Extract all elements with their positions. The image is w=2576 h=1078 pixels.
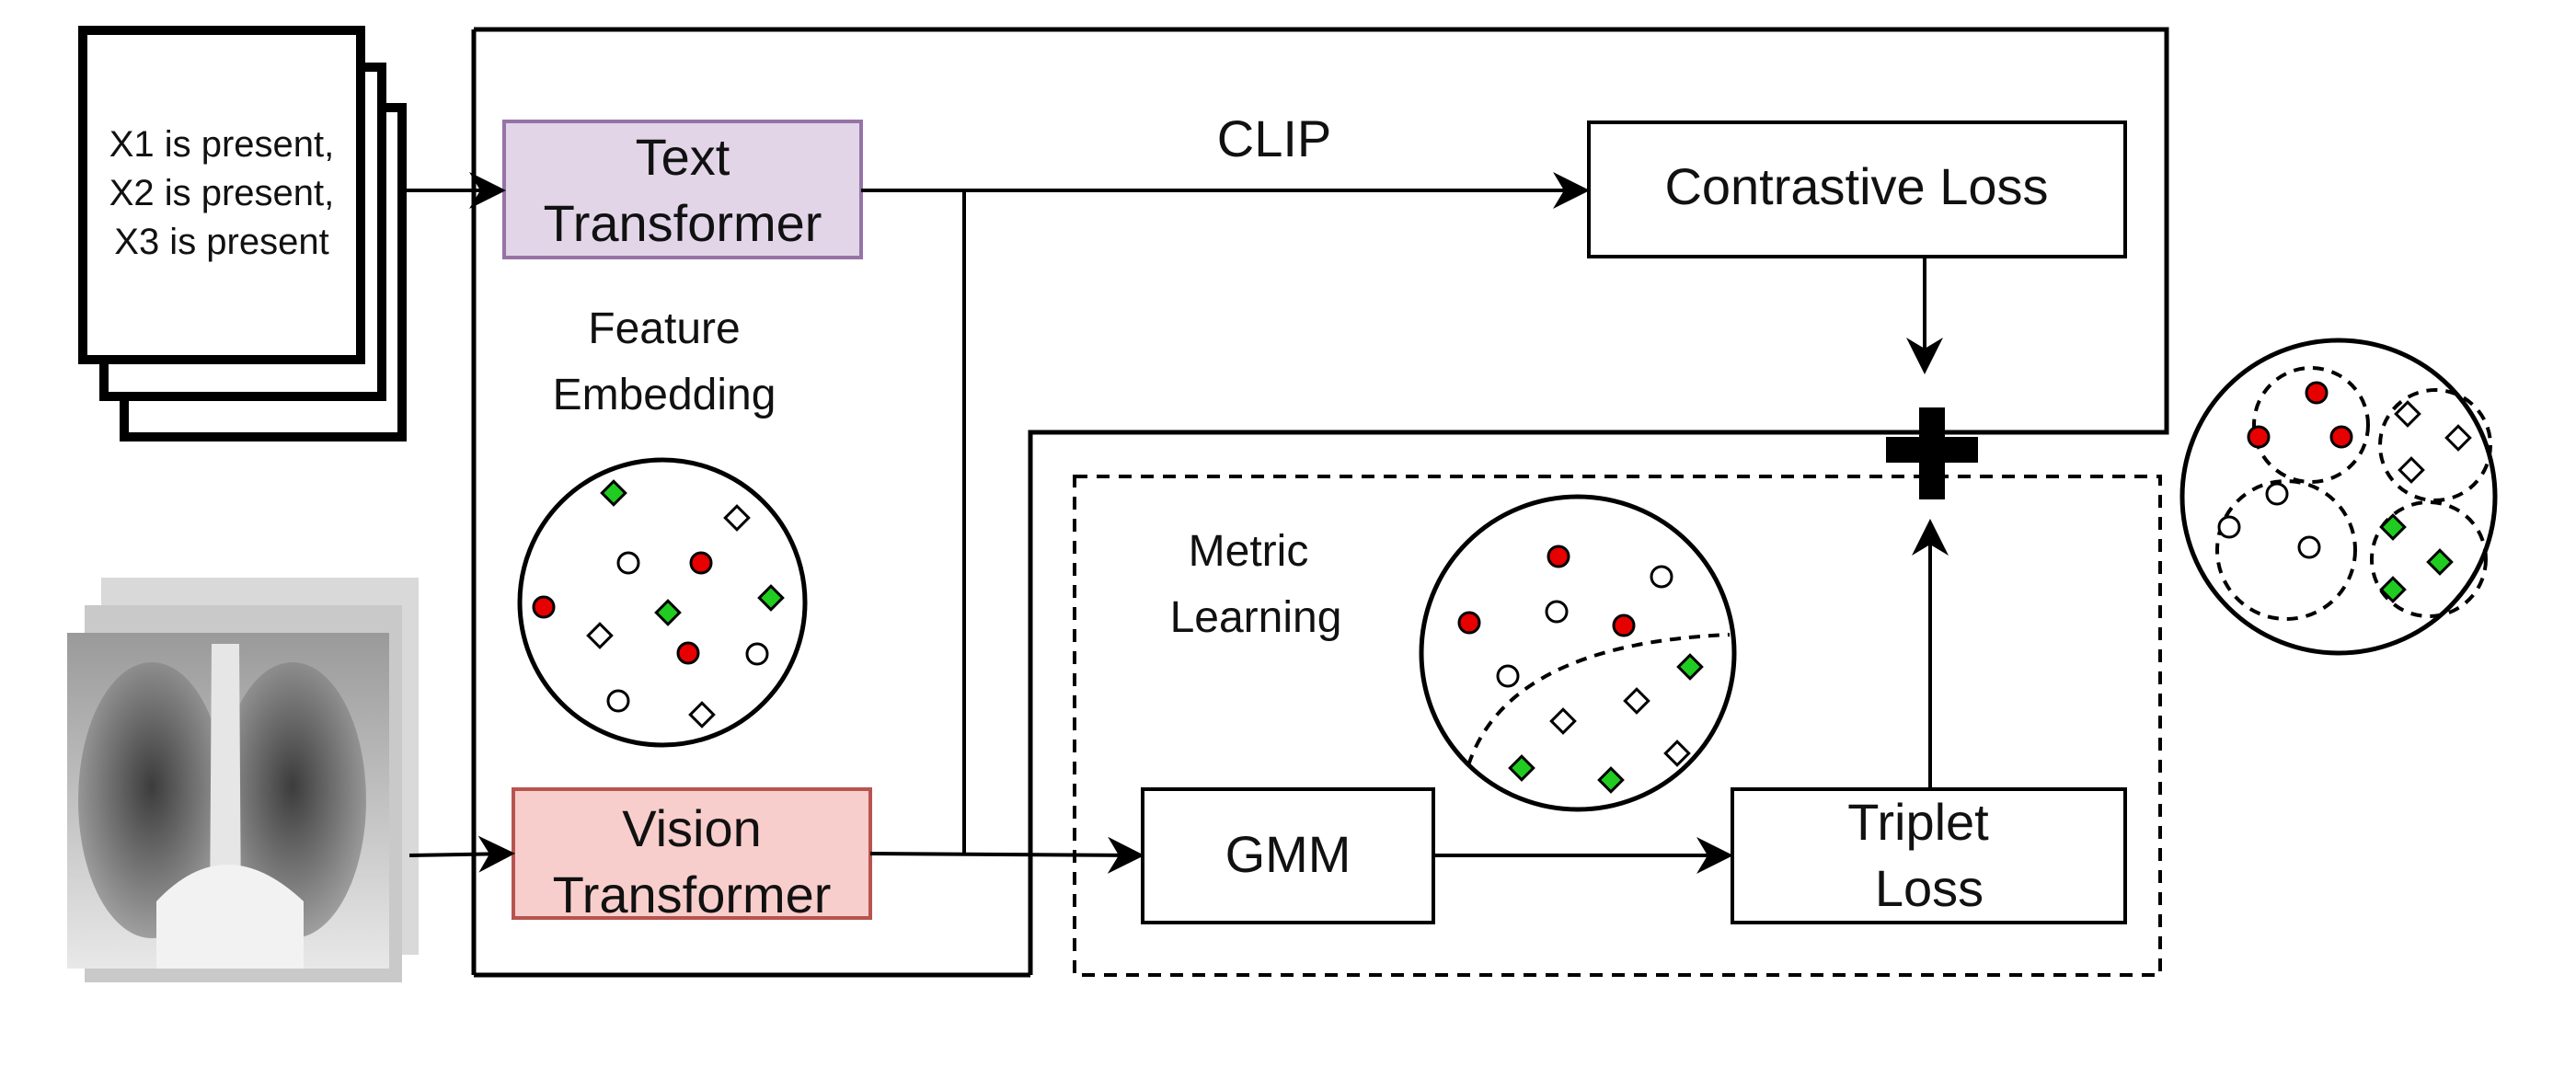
green-diamond-marker (1676, 653, 1704, 681)
green-diamond-marker (1508, 754, 1535, 782)
red-circle-marker (689, 551, 713, 575)
vision-transformer-line1: Vision (622, 799, 762, 857)
contrastive-loss-label: Contrastive Loss (1664, 157, 2048, 215)
xray-to-vision-arrow (408, 835, 515, 873)
document-line-3: X3 is present (114, 222, 328, 262)
red-circle-marker (1457, 611, 1481, 635)
red-circle-marker (2305, 381, 2329, 405)
white-diamond-marker (1549, 707, 1577, 735)
green-diamond-marker (2379, 576, 2407, 603)
red-circle-marker (1547, 545, 1570, 568)
white-circle-marker (2297, 535, 2321, 559)
vision-to-gmm-arrow (869, 836, 1144, 874)
white-diamond-marker (2398, 456, 2425, 484)
green-diamond-marker (654, 599, 682, 626)
red-circle-marker (2247, 425, 2271, 449)
white-diamond-marker (1623, 687, 1650, 715)
triplet-loss-box: Triplet Loss (1731, 787, 2127, 924)
green-diamond-marker (1597, 766, 1625, 794)
green-diamond-marker (600, 479, 627, 507)
white-diamond-marker (586, 622, 614, 649)
white-circle-marker (1545, 600, 1569, 624)
white-circle-marker (745, 642, 769, 666)
document-stack-icon: X1 is present, X2 is present, X3 is pres… (78, 26, 407, 442)
gmm-box: GMM (1141, 787, 1435, 924)
white-circle-marker (606, 689, 630, 713)
contrastive-loss-box: Contrastive Loss (1587, 120, 2127, 258)
metric-learning-line1: Metric (1189, 527, 1309, 576)
white-circle-marker (2217, 515, 2241, 539)
white-circle-marker (2265, 482, 2289, 506)
triplet-loss-line2: Loss (1875, 859, 1984, 917)
white-diamond-marker (688, 701, 716, 728)
red-circle-marker (1612, 614, 1636, 637)
metric-learning-circle (1419, 494, 1737, 812)
white-circle-marker (1496, 664, 1520, 688)
text-transformer-box: Text Transformer (502, 120, 863, 259)
text-transformer-line1: Text (636, 128, 730, 186)
white-diamond-marker (2394, 400, 2421, 428)
white-diamond-marker (1663, 740, 1691, 767)
document-line-1: X1 is present, (109, 124, 335, 165)
triplet-loss-line1: Triplet (1847, 793, 1989, 851)
vision-transformer-box: Vision Transformer (512, 787, 872, 923)
clip-label: CLIP (1217, 109, 1332, 167)
white-diamond-marker (2444, 424, 2472, 452)
feature-embedding-circle (517, 457, 808, 748)
gmm-label: GMM (1225, 825, 1351, 883)
red-circle-marker (676, 641, 700, 665)
red-circle-marker (532, 595, 556, 619)
white-diamond-marker (723, 504, 751, 532)
connectors (402, 172, 1949, 874)
green-diamond-marker (2426, 548, 2454, 576)
green-diamond-marker (757, 584, 785, 612)
chest-xray-image (67, 578, 419, 982)
metric-learning-line2: Learning (1170, 593, 1342, 642)
feature-embedding-line1: Feature (588, 304, 740, 353)
green-diamond-marker (2379, 513, 2407, 541)
vision-transformer-line2: Transformer (553, 866, 832, 923)
clustered-embedding-circle (2179, 338, 2498, 656)
plus-icon (1886, 407, 1978, 499)
white-circle-marker (1650, 565, 1673, 589)
feature-embedding-line2: Embedding (553, 371, 776, 419)
document-line-2: X2 is present, (109, 173, 335, 213)
text-transformer-line2: Transformer (544, 194, 822, 252)
metric-learning-frame (1073, 475, 2162, 977)
red-circle-marker (2329, 425, 2353, 449)
white-circle-marker (616, 551, 640, 575)
